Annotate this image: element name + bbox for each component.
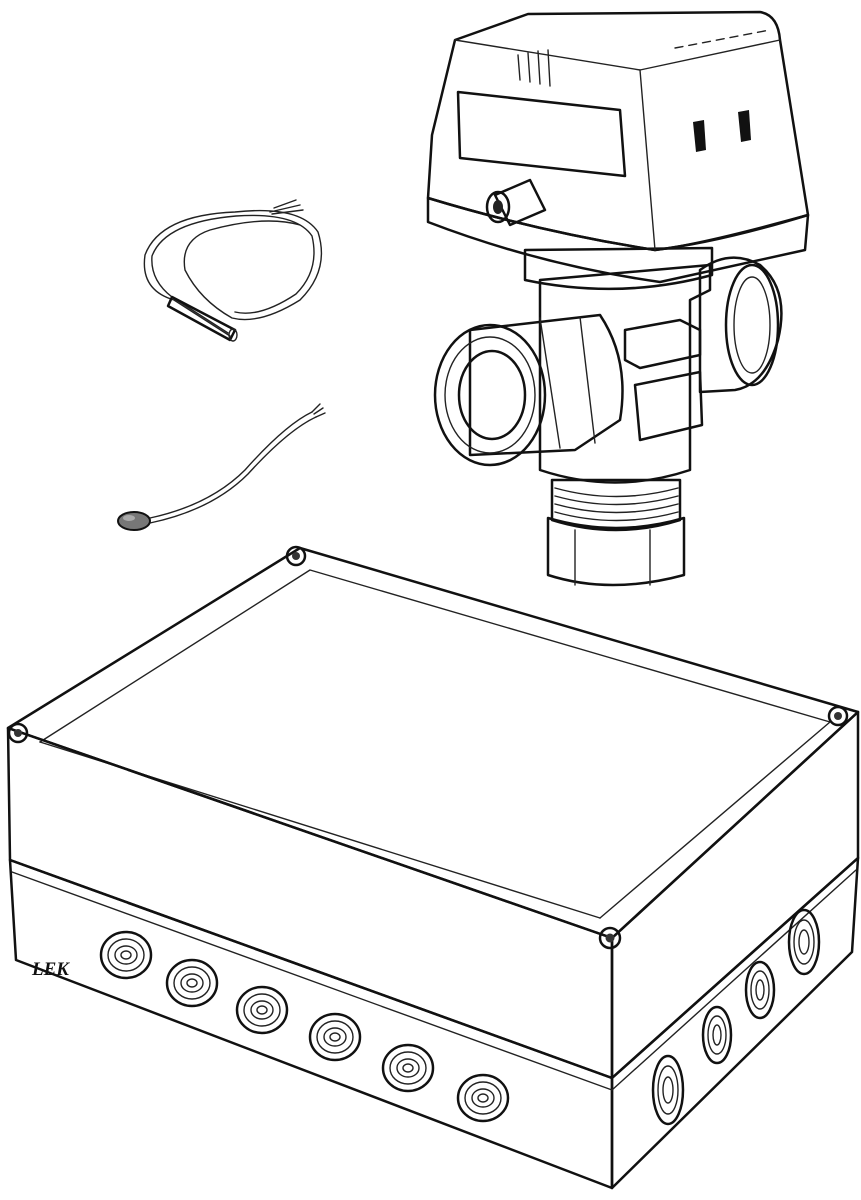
screw-icon [7,722,29,744]
temperature-sensor-bulb [117,403,326,531]
screw-icon [827,705,849,727]
temperature-sensor-long-cable [143,199,323,342]
cable-gland-icon [787,908,821,976]
cable-gland-icon [651,1054,685,1126]
three-way-valve [433,256,783,587]
lek-mark: LEK [31,959,70,980]
cable-gland-icon [165,958,219,1008]
cable-gland-icon [235,985,289,1035]
cable-gland-icon [456,1073,510,1123]
cable-gland-icon [381,1043,435,1093]
actuator-motor [426,10,810,291]
cable-gland-icon [99,930,153,980]
cable-gland-icon [308,1012,362,1062]
cable-gland-icon [744,960,776,1020]
screw-icon [598,926,622,950]
screw-icon [285,545,307,567]
junction-box: LEK [6,545,860,1190]
cable-gland-icon [701,1005,733,1065]
